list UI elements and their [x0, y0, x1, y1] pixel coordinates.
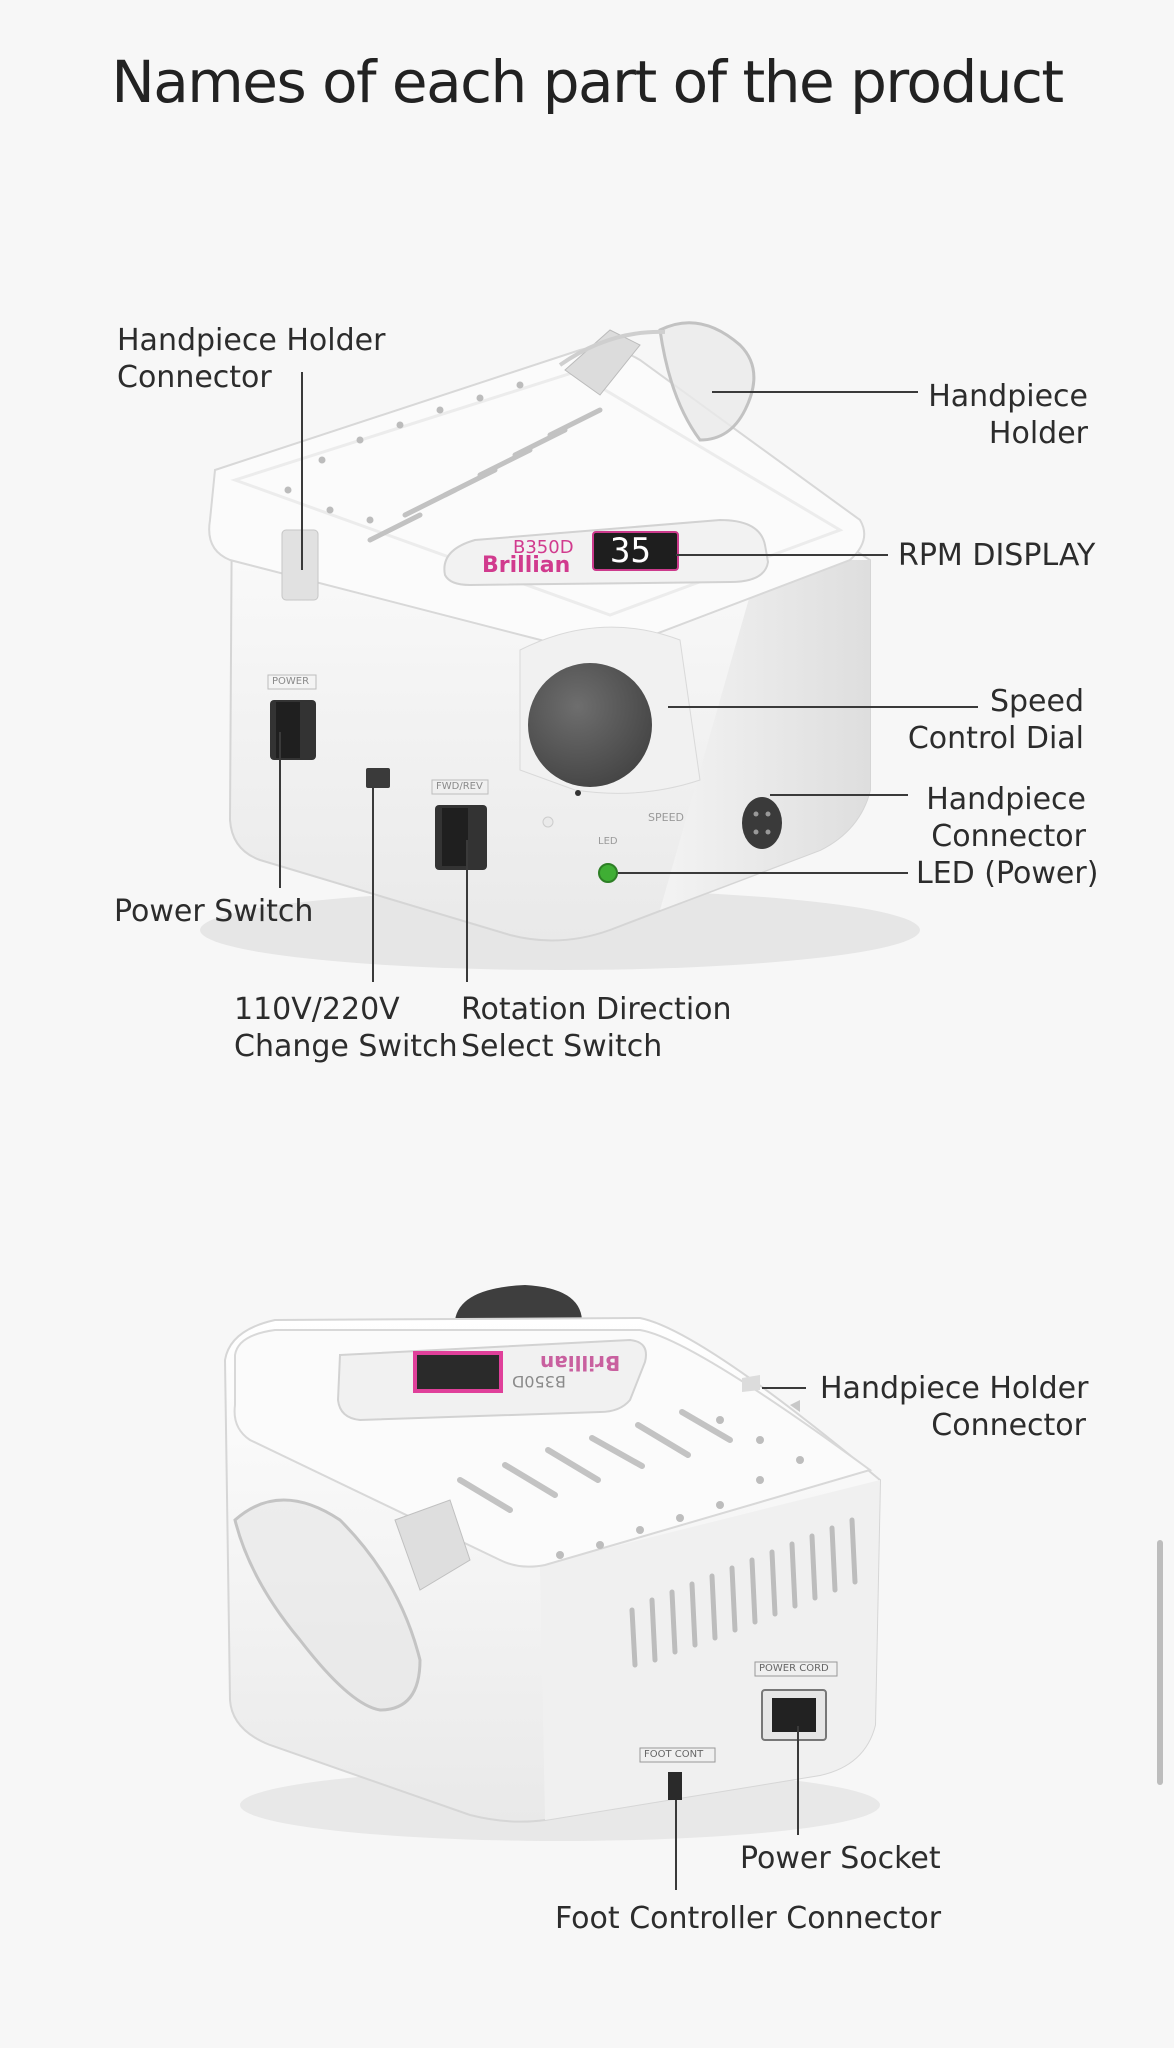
bottom-leader-lines — [675, 1387, 806, 1890]
label-voltage-switch: 110V/220V Change Switch — [234, 992, 458, 1064]
foot-cont-mark: FOOT CONT — [644, 1749, 704, 1760]
power-mark: POWER — [272, 676, 310, 687]
label-speed-control-dial: Speed Control Dial — [907, 684, 1084, 756]
power-cord-mark: POWER CORD — [759, 1663, 829, 1674]
page-scrollbar[interactable] — [1157, 1540, 1163, 1785]
speed-mark: SPEED — [648, 811, 684, 824]
label-foot-controller-connector: Foot Controller Connector — [555, 1901, 942, 1936]
label-rpm-display: RPM DISPLAY — [898, 538, 1096, 573]
label-rotation-switch: Rotation Direction Select Switch — [461, 992, 732, 1064]
label-power-socket: Power Socket — [740, 1841, 941, 1876]
label-handpiece-holder: Handpiece Holder — [928, 379, 1088, 451]
page-title: Names of each part of the product — [111, 48, 1064, 116]
led-mark: LED — [598, 836, 618, 847]
device-top-view — [200, 321, 920, 970]
top-leader-lines — [279, 372, 978, 982]
label-handpiece-connector: Handpiece Connector — [926, 782, 1086, 854]
device-rear-view — [223, 1285, 882, 1841]
handpiece-holder-cup — [558, 321, 756, 442]
rpm-display-value: 35 — [610, 531, 651, 571]
brand-text-bottom: Brillian — [540, 1351, 621, 1375]
label-led-power: LED (Power) — [916, 856, 1099, 891]
model-text-top: B350D — [513, 537, 574, 558]
label-handpiece-holder-connector-top: Handpiece Holder Connector — [117, 323, 386, 395]
fwd-rev-mark: FWD/REV — [436, 781, 483, 792]
label-handpiece-holder-connector-rear: Handpiece Holder Connector — [820, 1371, 1089, 1443]
label-power-switch: Power Switch — [114, 894, 314, 929]
brand-text-top: Brillian — [482, 553, 571, 578]
